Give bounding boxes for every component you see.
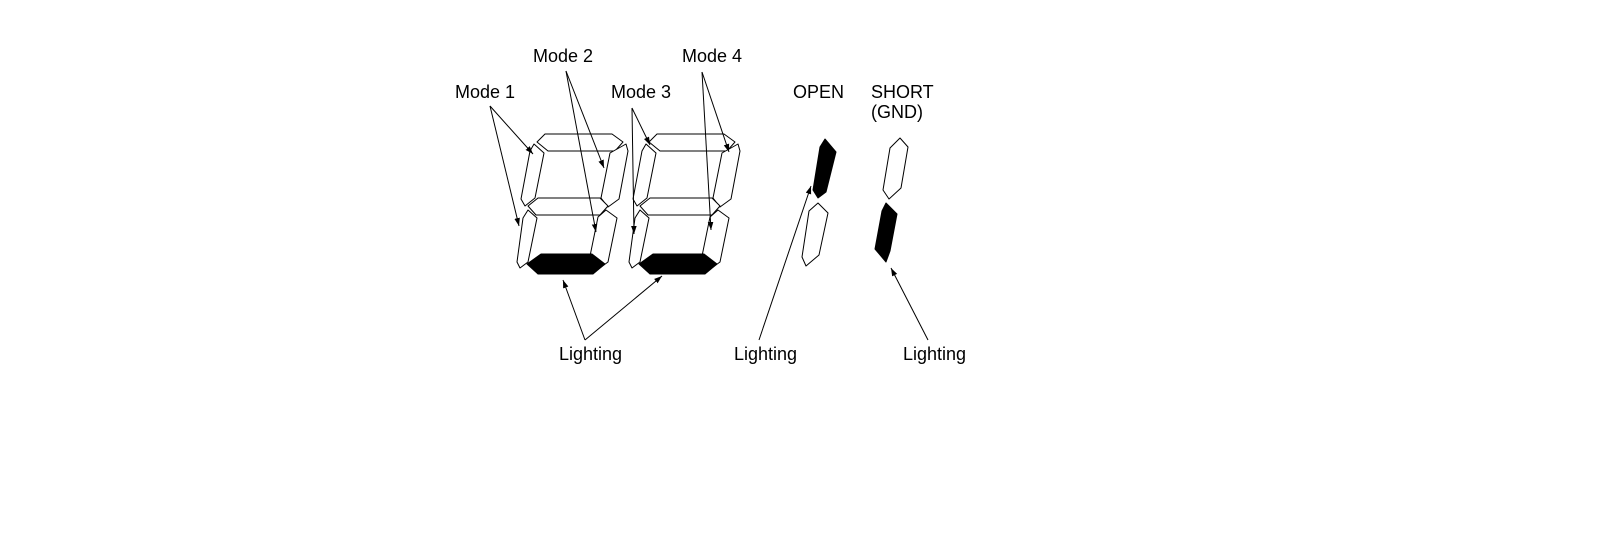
open-indicator (801, 138, 837, 267)
lighting-short-arrow (890, 267, 929, 341)
gnd-label: (GND) (871, 102, 923, 122)
mode1-arrow-upper (489, 105, 534, 155)
lighting-open-label: Lighting (734, 344, 797, 364)
short-label: SHORT (871, 82, 934, 102)
digit-2-segment-g (639, 197, 721, 216)
mode2-arrow-upper (565, 70, 605, 169)
digit-2-segment-f (632, 143, 657, 207)
digit-1-segment-b (600, 143, 629, 208)
mode2-arrow-lower (565, 70, 598, 233)
short-indicator (874, 137, 909, 263)
labels: Mode 1 Mode 2 Mode 3 Mode 4 OPEN SHORT (… (455, 46, 966, 364)
open-indicator-lower-segment (801, 202, 829, 267)
digit-2 (628, 133, 741, 275)
short-indicator-lower-segment (874, 202, 898, 263)
digit-2-segment-b (712, 143, 741, 208)
open-indicator-upper-segment (812, 138, 837, 199)
mode1-label: Mode 1 (455, 82, 515, 102)
digit-2-segment-d (638, 253, 718, 275)
mode3-arrow-upper (631, 107, 651, 146)
mode1-arrow-lower (489, 105, 520, 227)
digit-2-segment-a (648, 133, 736, 152)
digit-1-segment-e (516, 209, 538, 269)
mode4-label: Mode 4 (682, 46, 742, 66)
short-indicator-upper-segment (882, 137, 909, 200)
mode4-arrow-lower (701, 71, 714, 231)
mode3-arrow-lower (631, 107, 637, 235)
digit-1 (516, 133, 629, 275)
lighting-digits-arrow-1 (562, 279, 586, 341)
mode4-arrow-upper (701, 71, 730, 153)
open-label: OPEN (793, 82, 844, 102)
digit-1-segment-g (527, 197, 609, 216)
lighting-digits-label: Lighting (559, 344, 622, 364)
digit-1-segment-d (526, 253, 606, 275)
mode2-label: Mode 2 (533, 46, 593, 66)
mode3-label: Mode 3 (611, 82, 671, 102)
lighting-open-arrow (758, 185, 812, 341)
leader-arrows (489, 70, 929, 341)
lighting-short-label: Lighting (903, 344, 966, 364)
lighting-digits-arrow-2 (584, 275, 663, 341)
digit-2-segment-e (628, 209, 650, 269)
